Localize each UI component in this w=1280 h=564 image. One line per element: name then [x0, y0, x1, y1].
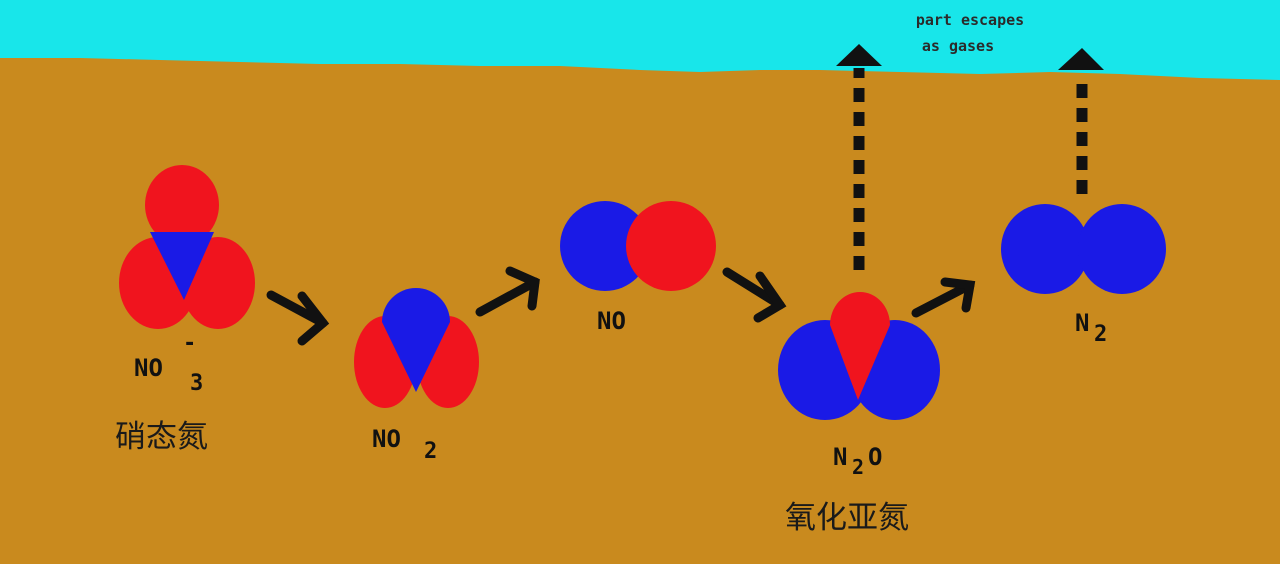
dinitrogen-label: N [1075, 309, 1089, 337]
nitrous-oxide-subscript: 2 [852, 455, 864, 479]
nitrite-subscript: 2 [424, 439, 437, 464]
nitrogen-atom [1078, 204, 1166, 294]
dinitrogen-subscript: 2 [1094, 322, 1107, 347]
nitrous-oxide-label-o: O [868, 443, 882, 471]
nitrous-oxide-label: N [833, 443, 847, 471]
nitrate-charge: - [183, 331, 196, 356]
nitrite-molecule [354, 288, 479, 408]
nitrogen-atom [150, 232, 214, 300]
annotation-line2: as gases [922, 37, 994, 55]
nitric-oxide-molecule [560, 201, 716, 291]
nitrogen-atom [560, 201, 650, 291]
nitrate-molecule [119, 165, 255, 329]
nitrous-oxide-chinese-label: 氧化亚氮 [785, 500, 909, 536]
nitrite-label: NO [372, 425, 401, 453]
nitrous-oxide-molecule [778, 292, 940, 420]
arrow-head [1058, 48, 1104, 70]
nitrate-chinese-label: 硝态氮 [115, 419, 208, 455]
oxygen-atom [626, 201, 716, 291]
arrow-head [836, 44, 882, 66]
oxygen-atom [145, 165, 219, 245]
oxygen-atom [830, 292, 890, 400]
reaction-arrow [266, 290, 330, 346]
nitrogen-atom [382, 288, 450, 392]
nitrate-label: NO [134, 354, 163, 382]
dinitrogen-molecule [1001, 204, 1166, 294]
reaction-arrow [911, 277, 976, 318]
gas-escape-arrow [1058, 48, 1104, 194]
nitric-oxide-label: NO [597, 307, 626, 335]
reaction-arrow [475, 266, 540, 317]
sky [0, 0, 1280, 80]
reaction-arrow [722, 267, 787, 323]
nitrogen-atom [1001, 204, 1089, 294]
gas-escape-arrow [836, 44, 882, 270]
annotation-line1: part escapes [916, 11, 1024, 29]
nitrate-subscript: 3 [190, 371, 203, 396]
